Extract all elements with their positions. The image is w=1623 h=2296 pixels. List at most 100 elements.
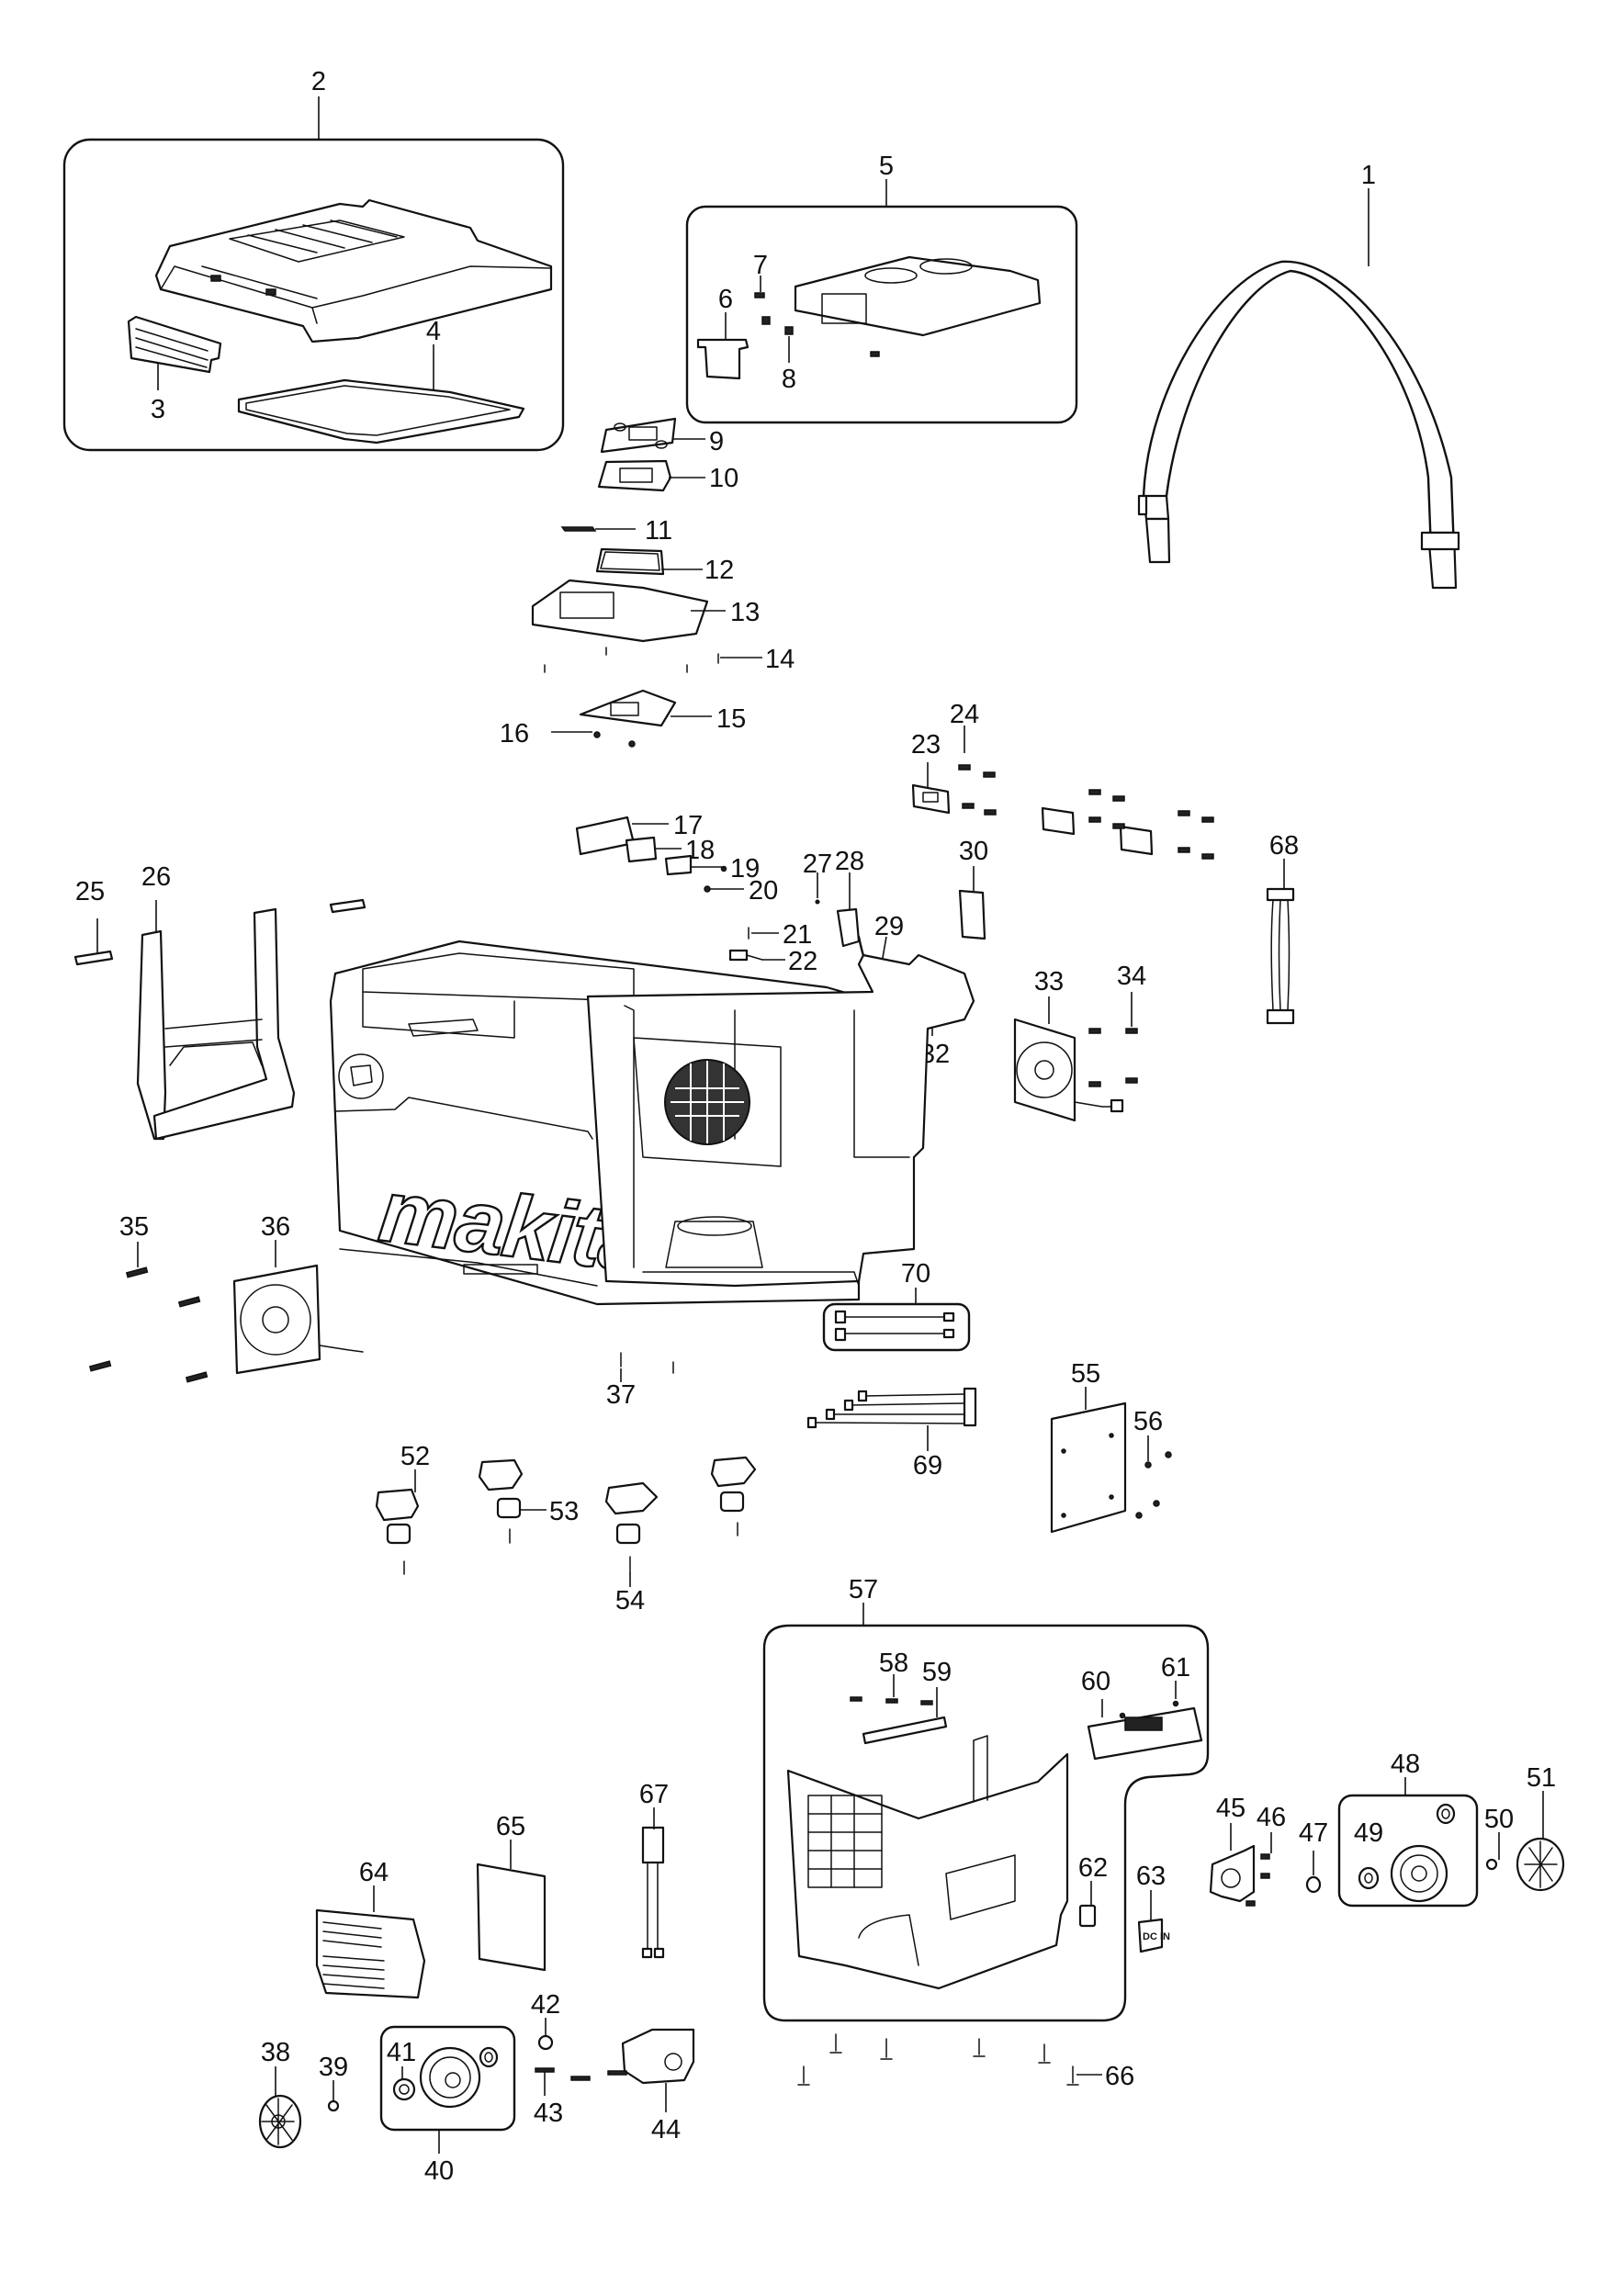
label-66: 66 (1105, 2062, 1134, 2091)
label-30: 30 (959, 837, 988, 866)
label-10: 10 (709, 464, 738, 493)
feet-group: 52 53 54 (375, 1442, 757, 1615)
label-14: 14 (765, 645, 795, 674)
assembly-5-control-cover: 5 6 7 8 (685, 152, 1078, 424)
label-2: 2 (311, 67, 326, 96)
lid-top-part (154, 198, 553, 343)
part-45-bracket: 45 (1209, 1794, 1256, 1903)
label-37: 37 (606, 1380, 636, 1410)
label-22: 22 (788, 947, 817, 976)
assembly-70-frame (822, 1302, 971, 1352)
part-63-dc-in-cover: DC IN 63 (1136, 1862, 1170, 1953)
foot-2 (478, 1458, 524, 1491)
part-39-screw: 39 (319, 2053, 348, 2112)
part-36-fan: 36 (232, 1212, 364, 1375)
label-20: 20 (749, 876, 778, 906)
part-52-foot: 52 (375, 1442, 430, 1522)
label-52: 52 (400, 1442, 430, 1471)
label-56: 56 (1133, 1407, 1163, 1436)
part-16-screw: 16 (500, 719, 636, 748)
foot-4 (710, 1456, 757, 1488)
assembly-48-frame (1337, 1794, 1479, 1908)
part-10-display-frame: 10 (597, 459, 738, 493)
part-55-panel: 55 (1050, 1359, 1127, 1534)
label-29: 29 (874, 912, 904, 941)
part-11-flat-cable: 11 (560, 516, 672, 546)
part-6-latch: 6 (696, 285, 750, 380)
part-26-carry-handle: 26 (136, 862, 296, 1141)
label-13: 13 (730, 598, 760, 627)
label-17: 17 (673, 811, 703, 840)
part-24-screws: 24 (950, 700, 1214, 860)
part-59-bracket: 59 (862, 1658, 952, 1745)
label-8: 8 (782, 365, 796, 394)
part-5-cup-holder-cover (794, 255, 1042, 337)
label-39: 39 (319, 2053, 348, 2082)
part-3-handle-cover: 3 (127, 315, 222, 424)
label-42: 42 (531, 1990, 560, 2020)
label-58: 58 (879, 1649, 908, 1678)
label-61: 61 (1161, 1653, 1190, 1683)
grille-slats (322, 1921, 385, 1989)
part-64-grille: 64 (315, 1858, 426, 1999)
assembly-40-frame (379, 2025, 516, 2132)
label-68: 68 (1269, 831, 1299, 861)
assembly-2-lid: 2 3 4 (62, 67, 565, 452)
part-49-bearing: 49 (1354, 1818, 1383, 1890)
part-34-screws: 34 (1088, 962, 1146, 1087)
label-48: 48 (1391, 1750, 1420, 1779)
label-6: 6 (718, 285, 733, 314)
label-1: 1 (1361, 161, 1376, 190)
label-64: 64 (359, 1858, 389, 1887)
label-3: 3 (151, 395, 165, 424)
foot-3 (604, 1481, 659, 1515)
label-34: 34 (1117, 962, 1146, 991)
part-42-bushing: 42 (531, 1990, 560, 2051)
label-16: 16 (500, 719, 529, 748)
part-37-screws: 37 (606, 1352, 674, 1410)
screw (880, 2038, 893, 2060)
label-47: 47 (1299, 1818, 1328, 1848)
assembly-48-wheel: 48 49 (1337, 1750, 1479, 1908)
label-44: 44 (651, 2115, 681, 2144)
label-21: 21 (783, 920, 812, 950)
part-60-control-panel: 60 (1081, 1667, 1203, 1761)
part-46-screws: 46 (1245, 1803, 1286, 1907)
label-28: 28 (835, 847, 864, 876)
label-9: 9 (709, 427, 724, 456)
part-21-screw: 21 (748, 920, 812, 950)
part-51-hub-cap: 51 (1516, 1763, 1565, 1892)
screw (1038, 2043, 1051, 2064)
assembly-5-frame (685, 205, 1078, 424)
dc-in-label: DC IN (1143, 1931, 1170, 1942)
label-69: 69 (913, 1451, 942, 1480)
hinge-group: 23 24 (911, 700, 1214, 860)
label-15: 15 (716, 704, 746, 734)
label-38: 38 (261, 2038, 290, 2067)
label-70: 70 (901, 1259, 930, 1289)
label-25: 25 (75, 877, 105, 906)
label-24: 24 (950, 700, 979, 729)
display-stack: 9 10 11 12 13 (500, 417, 795, 748)
part-38-hub-cap: 38 (258, 2038, 302, 2149)
part-62-dc-socket: 62 (1078, 1853, 1108, 1928)
label-12: 12 (704, 556, 734, 585)
part-47-bushing: 47 (1299, 1818, 1328, 1894)
part-61-screw: 61 (1161, 1653, 1190, 1707)
label-45: 45 (1216, 1794, 1245, 1823)
assembly-57-frame (762, 1624, 1210, 2022)
label-40: 40 (424, 2156, 454, 2186)
label-54: 54 (615, 1586, 645, 1615)
part-27-pin: 27 (803, 850, 832, 905)
label-49: 49 (1354, 1818, 1383, 1848)
label-23: 23 (911, 730, 941, 760)
label-41: 41 (387, 2038, 416, 2067)
label-65: 65 (496, 1812, 525, 1841)
part-50-screw: 50 (1484, 1805, 1514, 1871)
label-4: 4 (426, 317, 441, 346)
label-27: 27 (803, 850, 832, 879)
part-23-hinge: 23 (911, 730, 951, 815)
part-33-fan: 33 (1013, 967, 1124, 1122)
